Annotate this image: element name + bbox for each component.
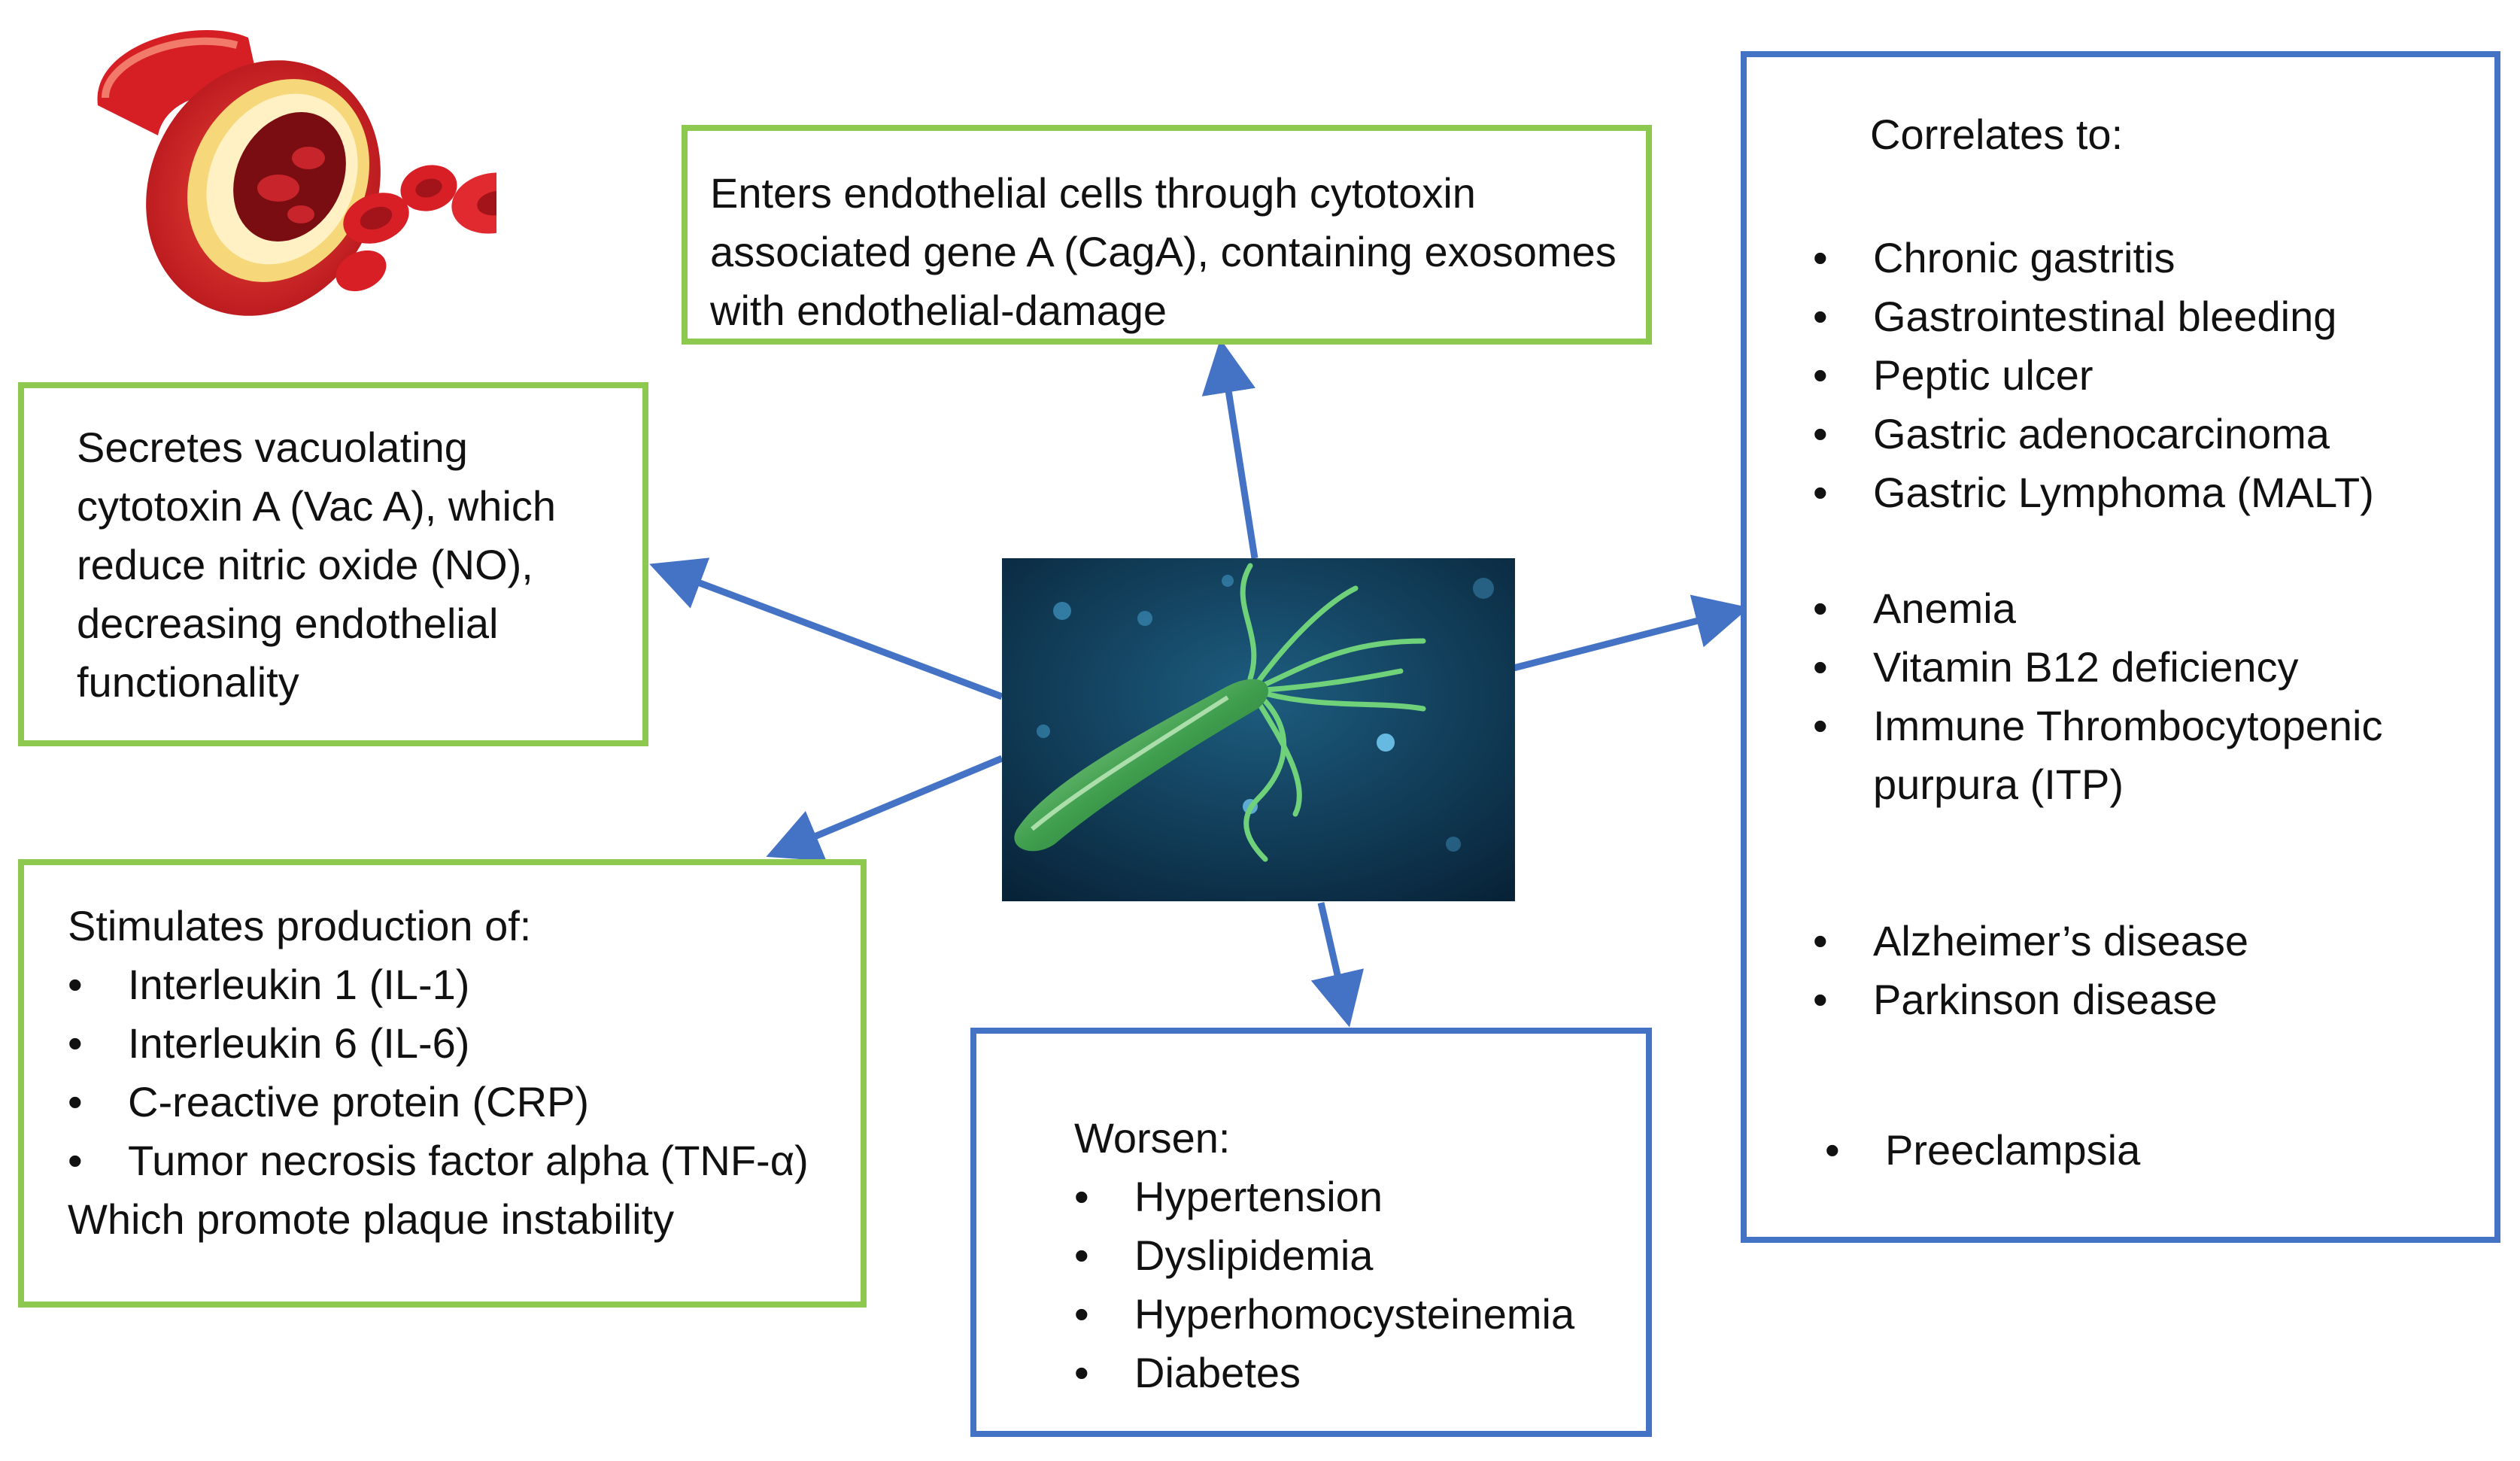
bacterium-icon [1002,558,1515,901]
vacA-box: Secretes vacuolating cytotoxin A (Vac A)… [18,382,648,746]
list-item: C-reactive protein (CRP) [68,1073,853,1131]
worsen-box: Worsen: Hypertension Dyslipidemia Hyperh… [970,1028,1652,1437]
cytokine-intro: Stimulates production of: [68,902,532,949]
correlates-group-blood: Anemia Vitamin B12 deficiency Immune Thr… [1813,579,2479,814]
cytokine-box: Stimulates production of: Interleukin 1 … [18,859,867,1308]
list-item: Diabetes [1074,1344,1631,1402]
list-item: Anemia [1813,579,2479,638]
list-item: Vitamin B12 deficiency [1813,638,2479,697]
list-item: Gastric Lymphoma (MALT) [1813,463,2479,522]
worsen-intro: Worsen: [1074,1114,1231,1162]
list-item: Preeclampsia [1825,1121,2479,1180]
vacA-text: Secretes vacuolating cytotoxin A (Vac A)… [77,424,557,706]
list-item: Interleukin 6 (IL-6) [68,1014,853,1073]
list-item: Peptic ulcer [1813,346,2479,405]
worsen-list: Hypertension Dyslipidemia Hyperhomocyste… [1074,1168,1631,1402]
list-item: Gastrointestinal bleeding [1813,287,2479,346]
arrow-left-bottom [766,755,1003,861]
cytokine-list: Interleukin 1 (IL-1) Interleukin 6 (IL-6… [68,955,853,1190]
arrow-up [1201,339,1258,559]
correlates-group-gastric: Chronic gastritis Gastrointestinal bleed… [1813,229,2479,522]
cytokine-outro: Which promote plaque instability [68,1195,675,1243]
correlates-title: Correlates to: [1870,111,2124,158]
correlates-group-neuro: Alzheimer’s disease Parkinson disease [1813,912,2479,1029]
list-item: Parkinson disease [1813,970,2479,1029]
list-item: Interleukin 1 (IL-1) [68,955,853,1014]
arrow-down [1310,901,1364,1028]
arrow-left-top [649,557,1003,700]
list-item: Tumor necrosis factor alpha (TNF-α) [68,1131,853,1190]
list-item: Hypertension [1074,1168,1631,1226]
list-item: Alzheimer’s disease [1813,912,2479,970]
list-item: Hyperhomocysteinemia [1074,1285,1631,1344]
correlates-group-pregnancy: Preeclampsia [1825,1121,2479,1180]
arrow-right [1512,594,1750,672]
list-item: Chronic gastritis [1813,229,2479,287]
list-item: Dyslipidemia [1074,1226,1631,1285]
list-item: Immune Thrombocytopenic purpura (ITP) [1813,697,2479,814]
artery-plaque-icon [97,30,496,316]
cagA-box: Enters endothelial cells through cytotox… [682,125,1652,345]
list-item: Gastric adenocarcinoma [1813,405,2479,463]
correlates-box: Correlates to: Chronic gastritis Gastroi… [1741,51,2500,1243]
cagA-text: Enters endothelial cells through cytotox… [710,169,1617,334]
